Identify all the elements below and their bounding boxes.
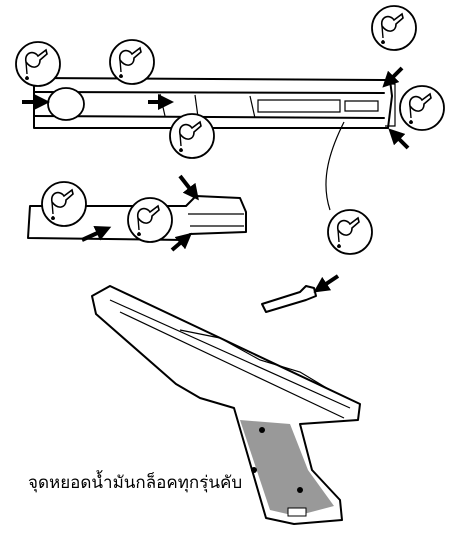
oil-can-icon [15,41,61,87]
oil-can-icon [127,197,173,243]
leader-line [325,121,345,211]
oil-can-icon [169,113,215,159]
connector-part [261,285,317,313]
oil-can-icon [399,85,445,131]
frame-assembly [91,285,361,525]
slide-assembly [33,77,396,129]
arrow-icon [22,66,410,293]
oil-can-icon [371,5,417,51]
oil-can-icon [41,181,87,227]
oil-can-icon [109,39,155,85]
caption-text: จุดหยอดน้ำมันกล็อคทุกรุ่นคับ [28,473,243,493]
oil-can-icon [327,209,373,255]
